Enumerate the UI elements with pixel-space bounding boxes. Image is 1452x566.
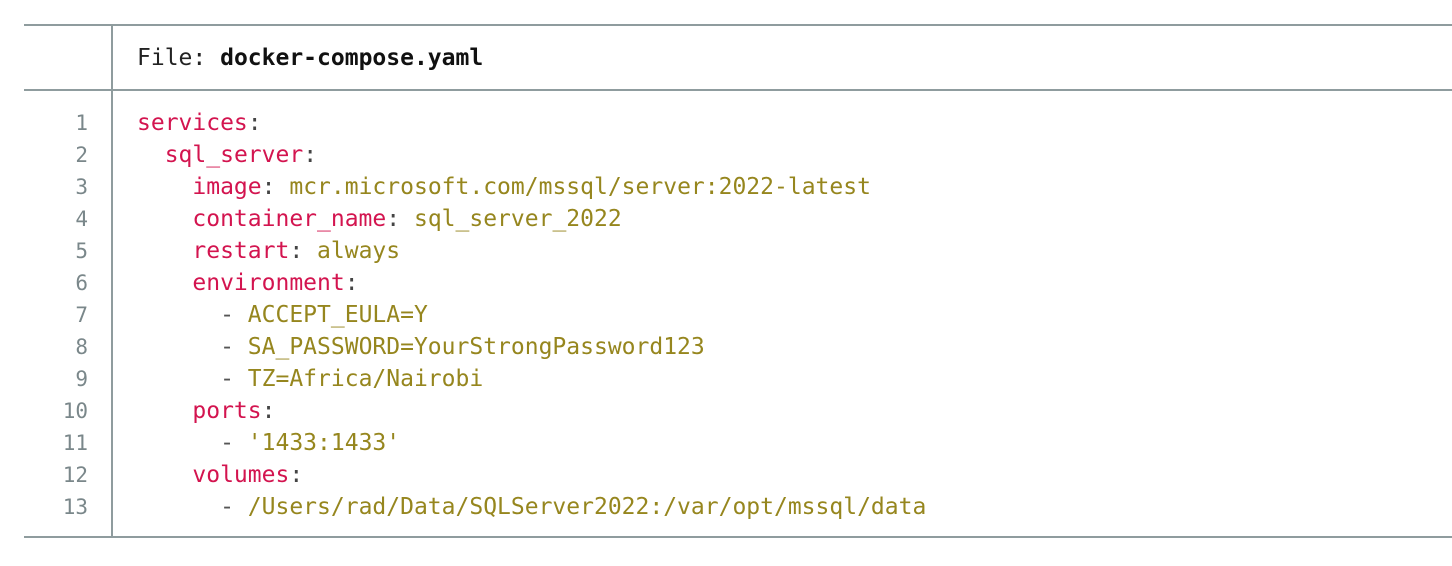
line-number: 1 <box>75 111 88 135</box>
yaml-key: volumes <box>192 462 290 488</box>
line-number: 8 <box>75 335 88 359</box>
line-number: 5 <box>75 239 88 263</box>
line-number: 13 <box>62 495 88 519</box>
line-number-gutter: 1 2 3 4 5 6 7 8 9 10 11 12 13 <box>24 107 88 523</box>
yaml-value: SA_PASSWORD=YourStrongPassword123 <box>247 334 705 360</box>
line-number: 2 <box>75 143 88 167</box>
yaml-key: image <box>192 174 262 200</box>
code-line: - ACCEPT_EULA=Y <box>137 299 1442 331</box>
file-header: File: docker-compose.yaml <box>137 42 483 74</box>
list-dash: - <box>220 494 248 520</box>
line-number: 3 <box>75 175 88 199</box>
line-number: 9 <box>75 367 88 391</box>
code-line: ports: <box>137 395 1442 427</box>
line-number: 6 <box>75 271 88 295</box>
code-line: container_name: sql_server_2022 <box>137 203 1442 235</box>
indent <box>137 398 192 424</box>
file-label: File: <box>137 45 221 71</box>
code-line: services: <box>137 107 1442 139</box>
gutter-divider <box>111 26 113 536</box>
yaml-value: TZ=Africa/Nairobi <box>247 366 484 392</box>
yaml-value: sql_server_2022 <box>413 206 622 232</box>
yaml-key: sql_server <box>164 142 304 168</box>
list-dash: - <box>220 302 248 328</box>
yaml-value: ACCEPT_EULA=Y <box>247 302 428 328</box>
list-dash: - <box>220 334 248 360</box>
indent <box>137 174 192 200</box>
indent <box>137 334 220 360</box>
yaml-value: /Users/rad/Data/SQLServer2022:/var/opt/m… <box>247 494 927 520</box>
code-line: sql_server: <box>137 139 1442 171</box>
yaml-value: mcr.microsoft.com/mssql/server:2022-late… <box>289 174 871 200</box>
yaml-colon: : <box>289 462 304 488</box>
yaml-colon: : <box>386 206 414 232</box>
yaml-key: restart <box>192 238 290 264</box>
code-line: - '1433:1433' <box>137 427 1442 459</box>
yaml-colon: : <box>303 142 318 168</box>
line-number: 4 <box>75 207 88 231</box>
file-name: docker-compose.yaml <box>220 45 484 71</box>
yaml-value: always <box>317 238 401 264</box>
indent <box>137 206 192 232</box>
yaml-colon: : <box>261 174 290 200</box>
yaml-colon: : <box>261 398 276 424</box>
header-divider <box>24 89 1452 91</box>
list-dash: - <box>220 430 248 456</box>
indent <box>137 366 220 392</box>
yaml-colon: : <box>344 270 359 296</box>
line-number: 10 <box>62 399 88 423</box>
list-dash: - <box>220 366 248 392</box>
indent <box>137 302 220 328</box>
code-block: File: docker-compose.yaml 1 2 3 4 5 6 7 … <box>24 24 1452 538</box>
yaml-colon: : <box>247 110 262 136</box>
code-line: volumes: <box>137 459 1442 491</box>
yaml-key: environment <box>192 270 345 296</box>
line-number: 12 <box>62 463 88 487</box>
code-content: services: sql_server: image: mcr.microso… <box>137 107 1442 523</box>
line-number: 11 <box>62 431 88 455</box>
indent <box>137 430 220 456</box>
code-line: restart: always <box>137 235 1442 267</box>
indent <box>137 142 165 168</box>
yaml-key: services <box>137 110 248 136</box>
indent <box>137 270 192 296</box>
line-number: 7 <box>75 303 88 327</box>
indent <box>137 238 192 264</box>
code-line: - SA_PASSWORD=YourStrongPassword123 <box>137 331 1442 363</box>
yaml-value: '1433:1433' <box>247 430 401 456</box>
yaml-colon: : <box>289 238 318 264</box>
yaml-key: ports <box>192 398 262 424</box>
indent <box>137 462 192 488</box>
code-line: - TZ=Africa/Nairobi <box>137 363 1442 395</box>
code-line: - /Users/rad/Data/SQLServer2022:/var/opt… <box>137 491 1442 523</box>
code-line: environment: <box>137 267 1442 299</box>
indent <box>137 494 220 520</box>
yaml-key: container_name <box>192 206 387 232</box>
code-line: image: mcr.microsoft.com/mssql/server:20… <box>137 171 1442 203</box>
